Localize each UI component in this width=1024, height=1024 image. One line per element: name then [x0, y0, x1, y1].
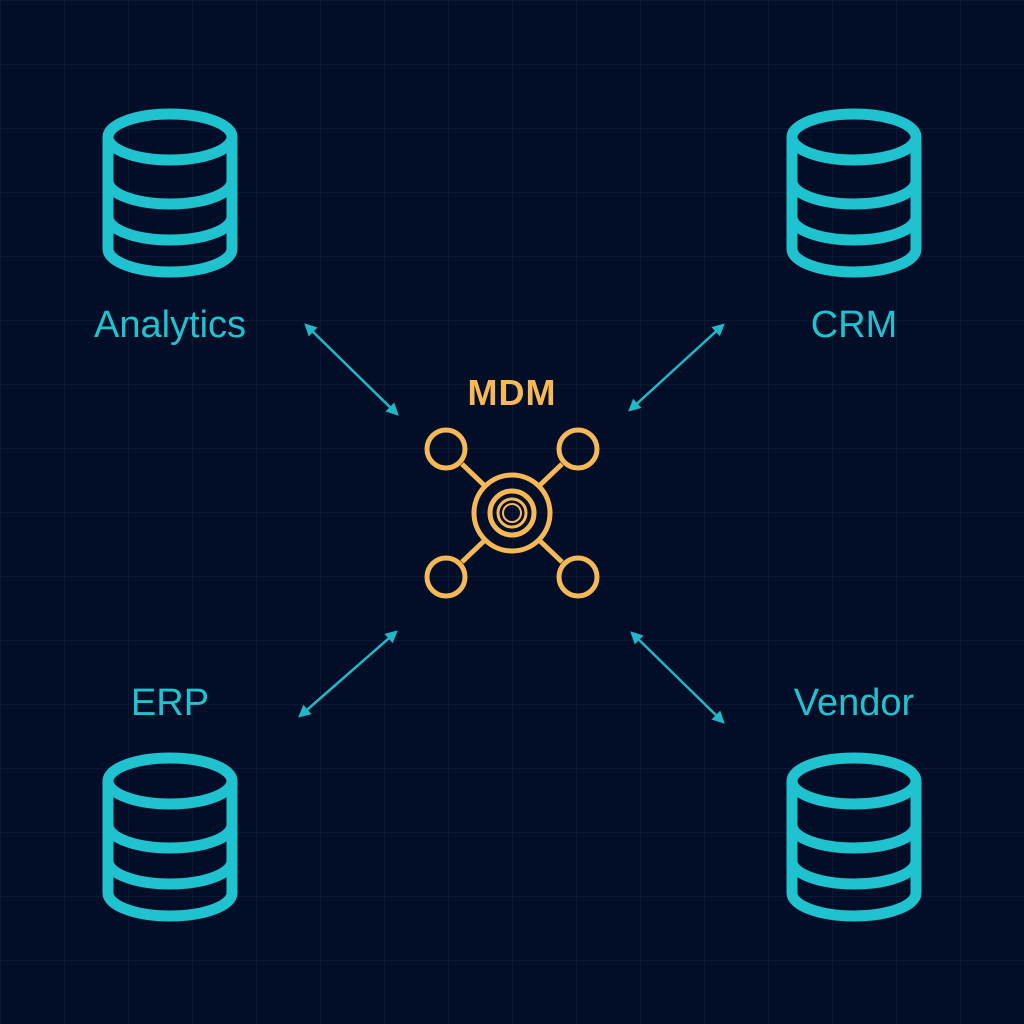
network-hub-icon	[424, 427, 600, 599]
hub-label-mdm: MDM	[467, 372, 557, 413]
arrow-crm-mdm	[628, 323, 725, 412]
arrow-erp-mdm	[298, 630, 398, 718]
system-label-vendor: Vendor	[793, 682, 915, 724]
system-label-analytics: Analytics	[93, 304, 247, 346]
system-label-crm: CRM	[810, 304, 898, 346]
database-icon-erp	[108, 758, 232, 916]
database-icon-analytics	[108, 114, 232, 272]
database-icon-crm	[792, 114, 916, 272]
system-label-erp: ERP	[130, 682, 210, 724]
database-icon-vendor	[792, 758, 916, 916]
arrow-vendor-mdm	[630, 631, 725, 724]
arrow-analytics-mdm	[304, 323, 399, 416]
